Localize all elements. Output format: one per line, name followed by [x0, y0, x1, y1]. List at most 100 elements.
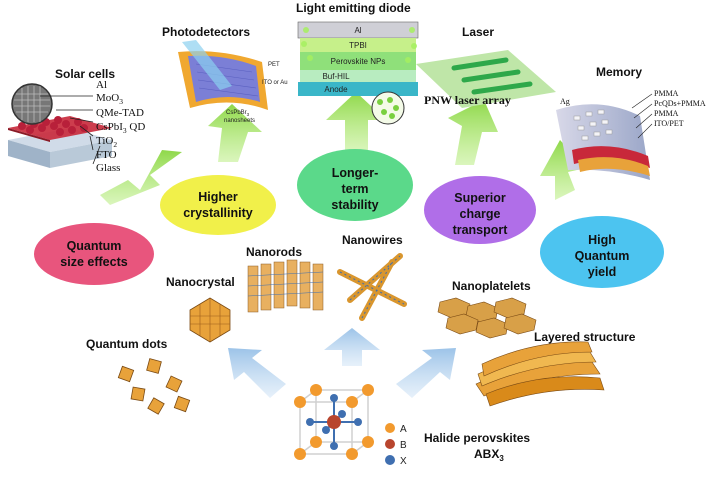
nanowire-lattice: [339, 255, 405, 319]
nanowires-label: Nanowires: [342, 233, 403, 247]
legend-label-x: X: [400, 456, 407, 467]
solar-layer-tio2: TiO2: [96, 135, 117, 149]
photodetector-tiny-label: PET: [268, 62, 280, 68]
quantum-dots-label: Quantum dots: [86, 337, 168, 351]
laser-title: Laser: [462, 25, 494, 39]
memory-electrode-label: Ag: [560, 97, 570, 106]
oval-quantum-size-effects: Quantum size effects: [34, 223, 154, 285]
memory-layer-label: PMMA: [654, 89, 679, 98]
nanowire-strands: [337, 253, 407, 321]
tem-inset: [11, 83, 53, 125]
nanorod-lattice: [247, 271, 324, 297]
solar-layer-glass: Glass: [96, 162, 120, 174]
oval-longer-term-stability: Longer- term stability: [297, 149, 413, 221]
oval-text-line: charge: [460, 207, 501, 221]
green-arrow-led: [326, 92, 386, 152]
oval-text-line: Superior: [454, 191, 506, 205]
oval-text-line: Higher: [198, 190, 238, 204]
led-layer-tpbi: [300, 38, 416, 52]
oval-text-line: size effects: [60, 255, 127, 269]
nanowires-morphology: Nanowires: [337, 233, 407, 321]
blue-arrows: [228, 328, 456, 398]
solar-leader-lines: [40, 95, 101, 165]
laser-device: Laser PNW laser array: [416, 25, 556, 108]
laser-nanowires: [451, 57, 533, 95]
blue-arrow-left: [228, 348, 286, 398]
memory-layer-label: PMMA: [654, 109, 679, 118]
halide-perovskites-title: Halide perovskites: [424, 431, 530, 445]
oval-text-line: transport: [453, 223, 509, 237]
oval-text-line: Longer-: [332, 166, 379, 180]
memory-layer-label: PcQDs+PMMA: [654, 99, 706, 108]
memory-device: Memory Ag PMMA PcQDs+PMMA PMMA ITO/PET: [556, 65, 706, 180]
led-np-dots: [377, 97, 399, 119]
led-layer-label: Perovskite NPs: [331, 57, 386, 66]
green-arrow-memory: [540, 140, 586, 200]
led-np-inset: [371, 91, 405, 125]
led-layer-label: Al: [354, 26, 361, 35]
memory-electrodes: [573, 109, 613, 141]
led-title: Light emitting diode: [296, 1, 411, 15]
green-arrow-laser: [448, 100, 498, 165]
oval-text-line: Quantum: [575, 249, 630, 263]
oval-text-line: yield: [588, 265, 617, 279]
x-site-atoms: [306, 394, 362, 450]
blue-arrow-center: [324, 328, 380, 366]
nanorods-label: Nanorods: [246, 245, 302, 259]
perovskite-crystal: A B X Halide perovskites ABX3: [294, 384, 530, 467]
nanocrystal-morphology: Nanocrystal: [166, 275, 235, 343]
quantum-dot-cubes: [117, 358, 191, 415]
led-layer-buf-hil: [300, 70, 416, 82]
photodetector-tiny-label: ITO or Au: [262, 80, 288, 86]
nanocrystal-lattice: [190, 298, 230, 342]
memory-layer-label: ITO/PET: [654, 119, 684, 128]
layered-structure-morphology: Layered structure: [475, 330, 636, 407]
nanorod-array: [247, 259, 324, 313]
led-glow-dots: [301, 27, 417, 63]
legend-swatch-a: [385, 423, 395, 433]
layered-sheets: [475, 341, 605, 407]
oval-high-quantum-yield: High Quantum yield: [540, 216, 664, 288]
photodetector-tiny-label: nanosheets: [224, 118, 255, 124]
crystal-legend: A B X: [385, 423, 407, 467]
nanoplatelets-label: Nanoplatelets: [452, 279, 531, 293]
solar-layer-moo3: MoO3: [96, 92, 123, 106]
layered-structure-label: Layered structure: [534, 330, 636, 344]
memory-leader-lines: [631, 93, 653, 139]
legend-swatch-x: [385, 455, 395, 465]
led-layer-anode: [298, 82, 418, 96]
abx3-formula: ABX3: [474, 447, 504, 463]
solar-layer-al: Al: [96, 79, 107, 91]
legend-label-a: A: [400, 424, 407, 435]
solar-layer-qd: CsPbI3 QD: [96, 121, 145, 135]
legend-swatch-b: [385, 439, 395, 449]
b-site-atom: [327, 415, 341, 429]
oval-text-line: term: [341, 182, 368, 196]
nanorods-morphology: Nanorods: [246, 245, 324, 313]
green-arrow-photodetector: [208, 104, 262, 162]
incident-light-beam: [182, 40, 232, 90]
memory-title: Memory: [596, 65, 642, 79]
green-arrows: [100, 92, 586, 205]
oval-superior-charge-transport: Superior charge transport: [424, 176, 536, 244]
oval-text-line: stability: [331, 198, 378, 212]
oval-text-line: crystallinity: [183, 206, 253, 220]
quantum-dots-morphology: Quantum dots: [86, 337, 191, 415]
nanocrystal-label: Nanocrystal: [166, 275, 235, 289]
oval-higher-crystallinity: Higher crystallinity: [160, 175, 276, 235]
solar-layer-htm: QMe-TAD: [96, 107, 144, 119]
legend-label-b: B: [400, 440, 407, 451]
tem-grid: [14, 86, 50, 122]
led-layer-perovskite: [300, 52, 416, 70]
led-device: Light emitting diode Al TPBI Perovskite …: [296, 1, 419, 125]
blue-arrow-right: [396, 348, 456, 398]
oval-text-line: Quantum: [67, 239, 122, 253]
photodetector-tiny-label: CsPbBr3: [226, 110, 250, 117]
led-layer-label: Anode: [324, 85, 348, 94]
photodetector-device: Photodetectors PET ITO or Au CsPbBr3 nan…: [162, 25, 288, 124]
solar-cell-device: Solar cells Al MoO3: [8, 67, 145, 174]
laser-caption: PNW laser array: [424, 93, 511, 107]
a-site-atoms: [294, 384, 374, 460]
nanoplatelet-hexagons: [437, 297, 537, 339]
